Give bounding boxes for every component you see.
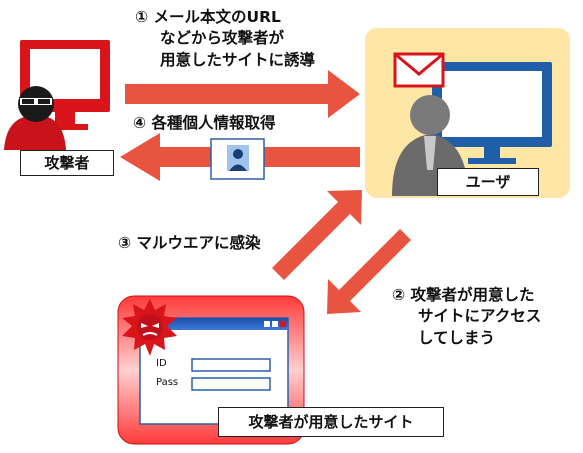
id-input <box>191 358 271 372</box>
id-card-icon <box>210 138 265 180</box>
hooded-attacker-icon <box>4 86 66 150</box>
pass-field-label: Pass <box>156 377 179 388</box>
step2-line1: ② 攻撃者が用意した <box>392 286 535 304</box>
step3-label: ③ マルウエアに感染 <box>118 234 261 252</box>
pass-input <box>191 377 271 391</box>
malicious-site-label: 攻撃者が用意したサイト <box>218 407 444 437</box>
step4-label: ④ 各種個人情報取得 <box>133 114 276 132</box>
user-label: ユーザ <box>437 168 539 196</box>
envelope-icon <box>393 52 445 88</box>
arrow-step1 <box>125 70 360 118</box>
arrow-step2 <box>327 229 411 314</box>
step1-line2: などから攻撃者が <box>160 29 285 47</box>
arrow-step3 <box>272 190 362 280</box>
id-field-label: ID <box>156 358 167 369</box>
step1-line3: 用意したサイトに誘導 <box>160 51 316 69</box>
virus-icon <box>122 299 177 356</box>
attacker-label: 攻撃者 <box>20 150 114 176</box>
step1-line1: ① メール本文のURL <box>135 8 281 26</box>
step2-line2: サイトにアクセス <box>418 307 542 325</box>
step2-line3: してしまう <box>418 329 496 347</box>
